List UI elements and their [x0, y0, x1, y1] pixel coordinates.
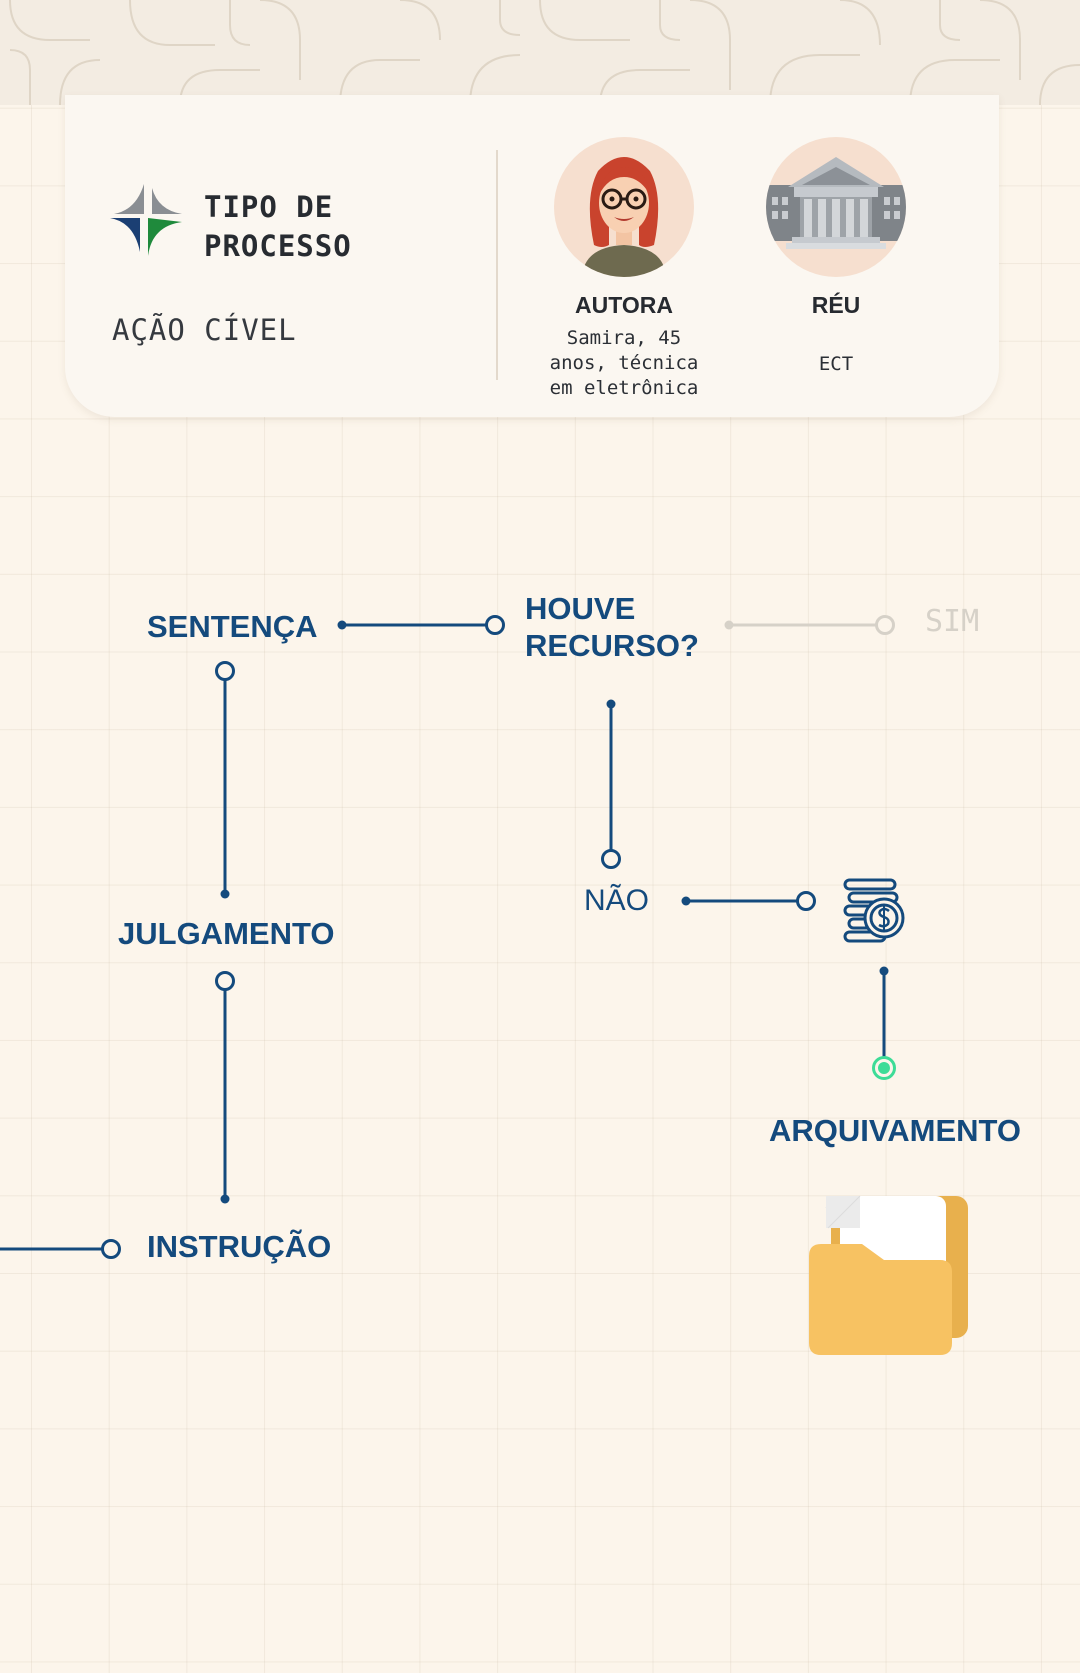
courthouse-icon: [766, 137, 906, 277]
process-type: AÇÃO CÍVEL: [112, 313, 297, 347]
node-sentenca: SENTENÇA: [147, 609, 318, 644]
connector-ring: [796, 891, 816, 911]
plaintiff-desc-line2: anos, técnica: [549, 352, 699, 374]
connector-ring: [215, 971, 235, 991]
connector-ring: [101, 1239, 121, 1259]
node-arquivamento: ARQUIVAMENTO: [769, 1113, 1022, 1148]
node-houve-line1: HOUVE: [525, 591, 636, 626]
connector-dot: [606, 699, 616, 709]
connector-dot: [879, 966, 889, 976]
node-houve-recurso: HOUVE RECURSO?: [525, 590, 699, 664]
plaintiff-role: AUTORA: [575, 292, 673, 318]
connector-dot: [220, 1194, 230, 1204]
woman-avatar-drawing: [582, 157, 666, 277]
connector-ring: [601, 849, 621, 869]
plaintiff-description: Samira, 45 anos, técnica em eletrônica: [524, 326, 724, 401]
plaintiff-desc-line1: Samira, 45: [566, 327, 682, 349]
process-logo-icon: [110, 184, 182, 256]
node-instrucao: INSTRUÇÃO: [147, 1229, 332, 1264]
connector-ring-faded: [875, 615, 895, 635]
folder-icon: [809, 1195, 968, 1355]
plaintiff-avatar-icon: [554, 137, 694, 277]
card-title-line2: PROCESSO: [204, 229, 352, 263]
connector-dot: [681, 896, 691, 906]
node-houve-line2: RECURSO?: [525, 628, 699, 663]
option-sim: SIM: [925, 604, 980, 639]
defendant-role: RÉU: [811, 292, 861, 318]
connector-dot-faded: [724, 620, 734, 630]
header-pattern-band: [0, 0, 1080, 105]
node-julgamento: JULGAMENTO: [118, 916, 335, 951]
option-nao: NÃO: [584, 884, 650, 917]
active-node-dot: [878, 1062, 890, 1074]
card-title: TIPO DE PROCESSO: [204, 188, 352, 266]
defendant-description: ECT: [818, 353, 854, 375]
connector-ring: [215, 661, 235, 681]
courthouse-drawing: [766, 157, 906, 249]
card-divider: [496, 150, 498, 380]
plaintiff-desc-line3: em eletrônica: [549, 377, 699, 399]
coins-dollar-icon: [843, 878, 905, 943]
connector-ring: [485, 615, 505, 635]
connector-dot: [220, 889, 230, 899]
card-title-line1: TIPO DE: [204, 190, 334, 224]
connector-dot: [337, 620, 347, 630]
